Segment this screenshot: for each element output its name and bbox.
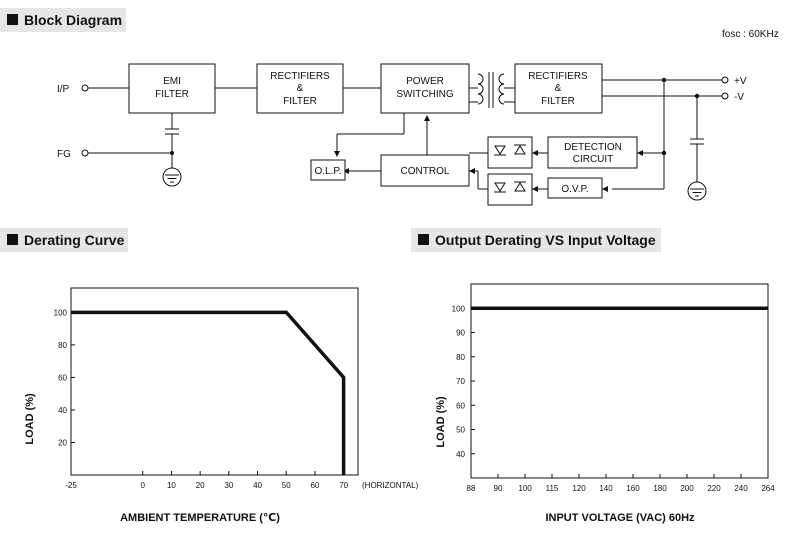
chart2-xtick-label: 120 [572,484,586,493]
chart2-xtick-label: 220 [707,484,721,493]
chart1-ytick-label: 40 [58,406,67,415]
fg-terminal-icon [81,149,89,157]
section-square-icon [7,14,18,25]
chart2-xtick-label: 88 [467,484,476,493]
out-neg-label: -V [734,92,744,103]
section-title: Block Diagram [24,12,122,28]
derating-curve-chart: Derating Curve 20 40 60 80 100 -25 0 10 20 30 40 5… [0,228,419,524]
chart2-ytick-label: 60 [456,401,465,410]
chart2-xtick-label: 115 [546,484,559,493]
chart2-xtick-label: 200 [680,484,694,493]
fg-label: FG [57,149,71,160]
chart2-xtick-label: 90 [494,484,503,493]
chart1-ytick-label: 100 [54,308,68,317]
chart1-ytick-label: 60 [58,373,67,382]
olp-label: O.L.P. [314,166,341,177]
block-diagram: Block Diagram fosc : 60KHz [0,8,779,206]
ground-icon [687,181,707,201]
emi-label-1: EMI [163,76,181,87]
power-label-1: POWER [406,76,444,87]
chart2-xtick-label: 180 [653,484,667,493]
neg-terminal-icon [721,92,729,100]
chart1-series-line [71,310,346,475]
chart2-ytick-label: 100 [452,304,466,313]
chart2-xtick-label: 160 [626,484,640,493]
chart1-xtick-label: -25 [65,481,77,490]
section-square-icon [7,234,18,245]
fosc-label: fosc : 60KHz [722,29,779,40]
ovp-label: O.V.P. [561,184,588,195]
power-label-2: SWITCHING [396,89,453,100]
section-square-icon [418,234,429,245]
chart1-title: Derating Curve [24,232,125,248]
rect2-label-1: RECTIFIERS [528,71,588,82]
chart2-plot-area [470,283,769,479]
chart2-xlabel: INPUT VOLTAGE (VAC) 60Hz [545,512,695,524]
chart2-ytick-label: 50 [456,426,465,435]
chart1-xtick-label: 20 [196,481,205,490]
chart1-x-suffix: (HORIZONTAL) [362,481,419,490]
control-label: CONTROL [401,166,450,177]
chart2-ytick-label: 80 [456,353,465,362]
chart1-plot-area [70,287,359,476]
section-header-bg [0,228,128,252]
chart1-xtick-label: 50 [282,481,291,490]
detection-circuit-block [547,136,638,169]
rect1-label-1: RECTIFIERS [270,71,330,82]
chart2-xtick-label: 264 [761,484,775,493]
detection-label-1: DETECTION [564,142,622,153]
chart1-xtick-label: 0 [141,481,146,490]
chart2-xtick-label: 100 [518,484,532,493]
chart1-xtick-label: 30 [224,481,233,490]
input-label: I/P [57,84,70,95]
chart2-xtick-label: 240 [734,484,748,493]
emi-label-2: FILTER [155,89,189,100]
chart1-xlabel: AMBIENT TEMPERATURE (℃) [120,512,280,524]
optocoupler-top-icon [487,136,533,169]
chart2-title: Output Derating VS Input Voltage [435,232,656,248]
power-switching-block [380,63,470,114]
chart2-ytick-label: 90 [456,329,465,338]
out-pos-label: +V [734,76,747,87]
chart1-xtick-label: 60 [310,481,319,490]
optocoupler-bottom-icon [487,173,533,206]
section-header-bg [411,228,661,252]
detection-label-2: CIRCUIT [573,154,614,165]
rect2-label-3: FILTER [541,96,575,107]
chart1-xtick-label: 10 [167,481,176,490]
rect1-label-3: FILTER [283,96,317,107]
chart2-ytick-label: 40 [456,450,465,459]
input-voltage-derating-chart: Output Derating VS Input Voltage 40 50 60 7… [411,228,775,524]
rect1-label-2: & [297,83,304,94]
chart2-ylabel: LOAD (%) [435,396,447,448]
ip-terminal-icon [81,84,89,92]
rectifiers-filter-block [256,63,344,114]
section-header-bg [0,8,126,32]
output-rectifiers-block [514,63,603,114]
chart1-xtick-label: 70 [339,481,348,490]
emi-filter-block [128,63,216,114]
transformer-icon [477,72,505,108]
ground-icon [162,167,182,187]
chart1-ytick-label: 20 [58,438,67,447]
control-block [380,154,470,187]
pos-terminal-icon [721,76,729,84]
chart1-ytick-label: 80 [58,341,67,350]
olp-block [310,159,346,181]
chart1-ylabel: LOAD (%) [24,393,36,445]
rect2-label-2: & [555,83,562,94]
chart1-xtick-label: 40 [253,481,262,490]
chart2-ytick-label: 70 [456,377,465,386]
chart2-xtick-label: 140 [599,484,613,493]
ovp-block [547,177,603,199]
